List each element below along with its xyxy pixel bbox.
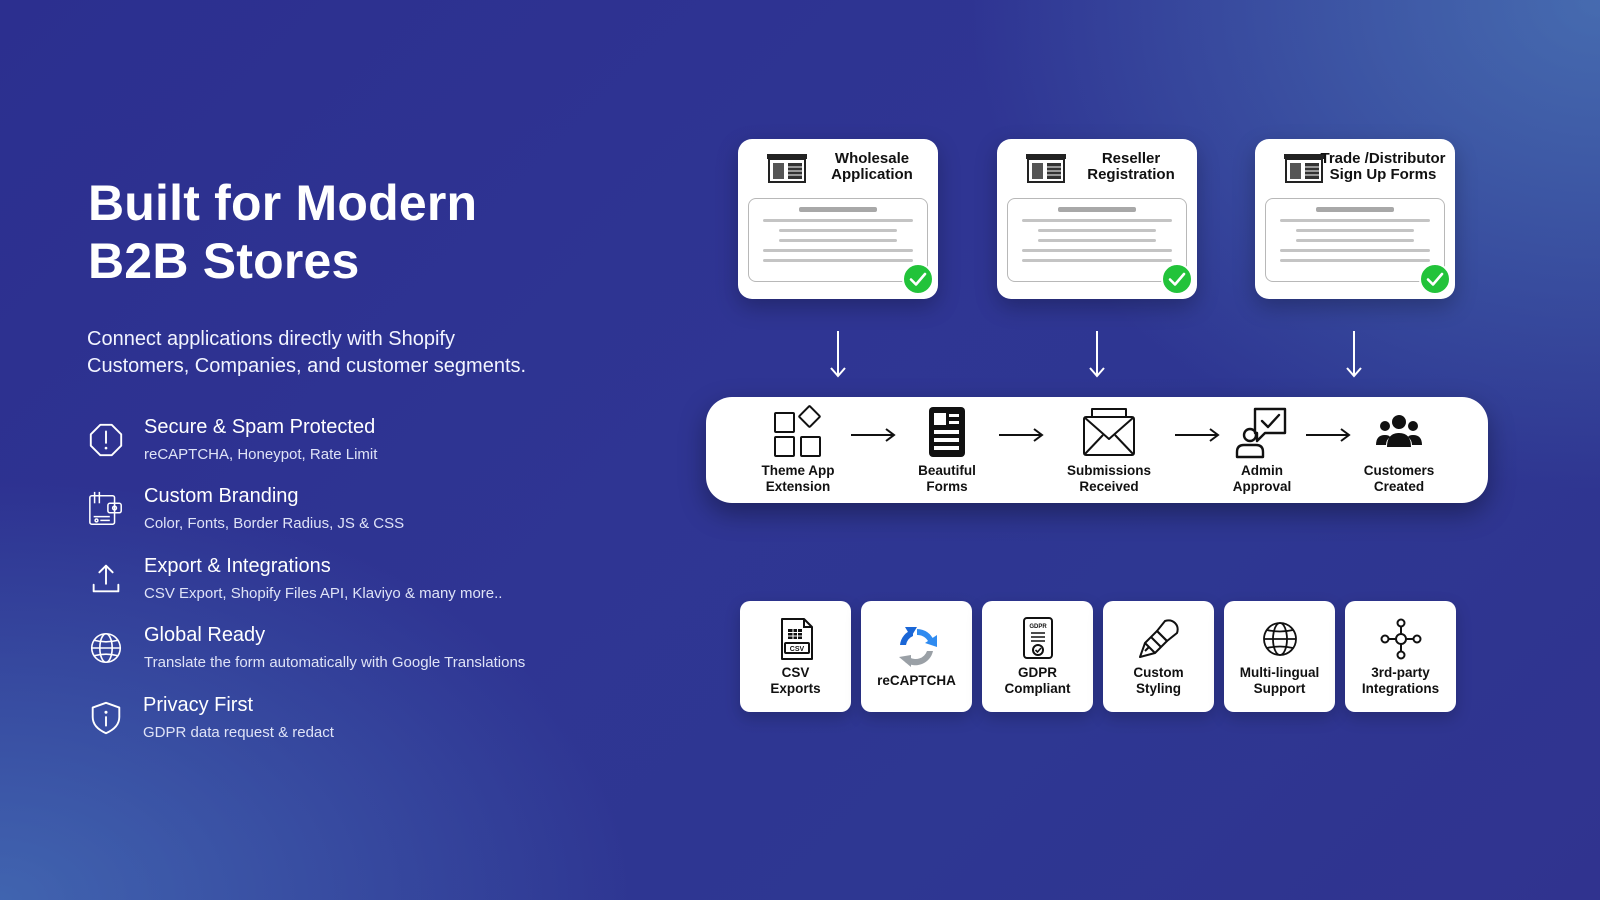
- tile-label: Multi-lingual Support: [1239, 664, 1320, 696]
- svg-text:GDPR: GDPR: [1029, 624, 1047, 630]
- tile-label: CSV Exports: [770, 664, 821, 696]
- storefront-icon: [767, 154, 807, 183]
- tile-label: reCAPTCHA: [877, 672, 956, 688]
- branding-icon: [86, 489, 126, 529]
- feature-description: Color, Fonts, Border Radius, JS & CSS: [144, 515, 405, 532]
- check-icon: [1419, 263, 1451, 295]
- paintbrush-icon: [1138, 618, 1179, 658]
- subheadline: Connect applications directly with Shopi…: [87, 326, 607, 380]
- check-icon: [1161, 263, 1193, 295]
- subheadline-line-2: Customers, Companies, and customer segme…: [87, 355, 527, 377]
- recaptcha-icon: [898, 626, 937, 667]
- shield-icon: [86, 698, 126, 738]
- tile-multi-lingual: Multi-lingual Support: [1224, 601, 1335, 712]
- feature-title: Privacy First: [143, 694, 253, 716]
- feature-description: GDPR data request & redact: [143, 724, 334, 741]
- right-arrow-icon: [1175, 428, 1220, 442]
- form-mockup: [748, 198, 928, 282]
- form-card-wholesale: Wholesale Application: [738, 139, 938, 299]
- user-approve-icon: [1235, 407, 1287, 459]
- form-mockup: [1007, 198, 1187, 282]
- down-arrow-icon: [830, 331, 846, 378]
- feature-title: Export & Integrations: [144, 555, 331, 577]
- right-arrow-icon: [1306, 428, 1351, 442]
- subheadline-line-1: Connect applications directly with Shopi…: [87, 328, 455, 350]
- globe-icon: [1262, 621, 1297, 656]
- right-arrow-icon: [851, 428, 896, 442]
- csv-file-icon: CSV: [780, 617, 813, 660]
- alert-circle-icon: [86, 420, 126, 460]
- tile-recaptcha: reCAPTCHA: [861, 601, 972, 712]
- flow-step-theme-app: Theme App Extension: [738, 405, 858, 495]
- form-card-title: Wholesale Application: [831, 150, 913, 183]
- feature-description: reCAPTCHA, Honeypot, Rate Limit: [144, 446, 378, 463]
- tile-label: 3rd-party Integrations: [1361, 664, 1440, 696]
- users-icon: [1376, 415, 1422, 447]
- tile-label: Custom Styling: [1133, 664, 1184, 696]
- right-arrow-icon: [999, 428, 1044, 442]
- feature-title: Secure & Spam Protected: [144, 416, 376, 438]
- headline: Built for Modern B2B Stores: [88, 174, 477, 290]
- flow-step-label: Admin Approval: [1232, 463, 1292, 494]
- tile-label: GDPR Compliant: [1004, 664, 1071, 696]
- flow-step-label: Submissions Received: [1066, 463, 1152, 494]
- globe-icon: [86, 628, 126, 668]
- upload-icon: [86, 559, 126, 599]
- envelope-icon: [1083, 408, 1135, 456]
- feature-title: Global Ready: [144, 624, 266, 646]
- svg-text:CSV: CSV: [789, 646, 804, 653]
- feature-description: CSV Export, Shopify Files API, Klaviyo &…: [144, 585, 503, 602]
- tile-custom-styling: Custom Styling: [1103, 601, 1214, 712]
- feature-title: Custom Branding: [144, 485, 299, 507]
- flow-step-customers: Customers Created: [1339, 405, 1459, 495]
- tile-gdpr: GDPR GDPR Compliant: [982, 601, 1093, 712]
- form-card-title: Trade /Distributor Sign Up Forms: [1320, 150, 1446, 183]
- tile-csv-exports: CSV CSV Exports: [740, 601, 851, 712]
- app-blocks-icon: [774, 405, 821, 457]
- down-arrow-icon: [1346, 331, 1362, 378]
- check-icon: [902, 263, 934, 295]
- flow-step-label: Theme App Extension: [761, 463, 835, 494]
- form-card-reseller: Reseller Registration: [997, 139, 1197, 299]
- flow-step-approval: Admin Approval: [1202, 405, 1322, 495]
- flow-step-submissions: Submissions Received: [1049, 405, 1169, 495]
- gdpr-document-icon: GDPR: [1022, 616, 1053, 659]
- storefront-icon: [1284, 154, 1324, 183]
- form-document-icon: [929, 407, 965, 457]
- tile-integrations: 3rd-party Integrations: [1345, 601, 1456, 712]
- feature-description: Translate the form automatically with Go…: [144, 654, 526, 671]
- form-card-trade: Trade /Distributor Sign Up Forms: [1255, 139, 1455, 299]
- flow-bar: Theme App Extension Beautiful Forms: [706, 397, 1488, 503]
- network-icon: [1380, 618, 1421, 659]
- storefront-icon: [1026, 154, 1066, 183]
- form-mockup: [1265, 198, 1445, 282]
- flow-step-label: Beautiful Forms: [918, 463, 976, 494]
- flow-step-label: Customers Created: [1363, 463, 1435, 494]
- headline-line-2: B2B Stores: [88, 233, 360, 289]
- down-arrow-icon: [1089, 331, 1105, 378]
- flow-step-forms: Beautiful Forms: [887, 405, 1007, 495]
- form-card-title: Reseller Registration: [1087, 150, 1175, 183]
- headline-line-1: Built for Modern: [88, 175, 478, 231]
